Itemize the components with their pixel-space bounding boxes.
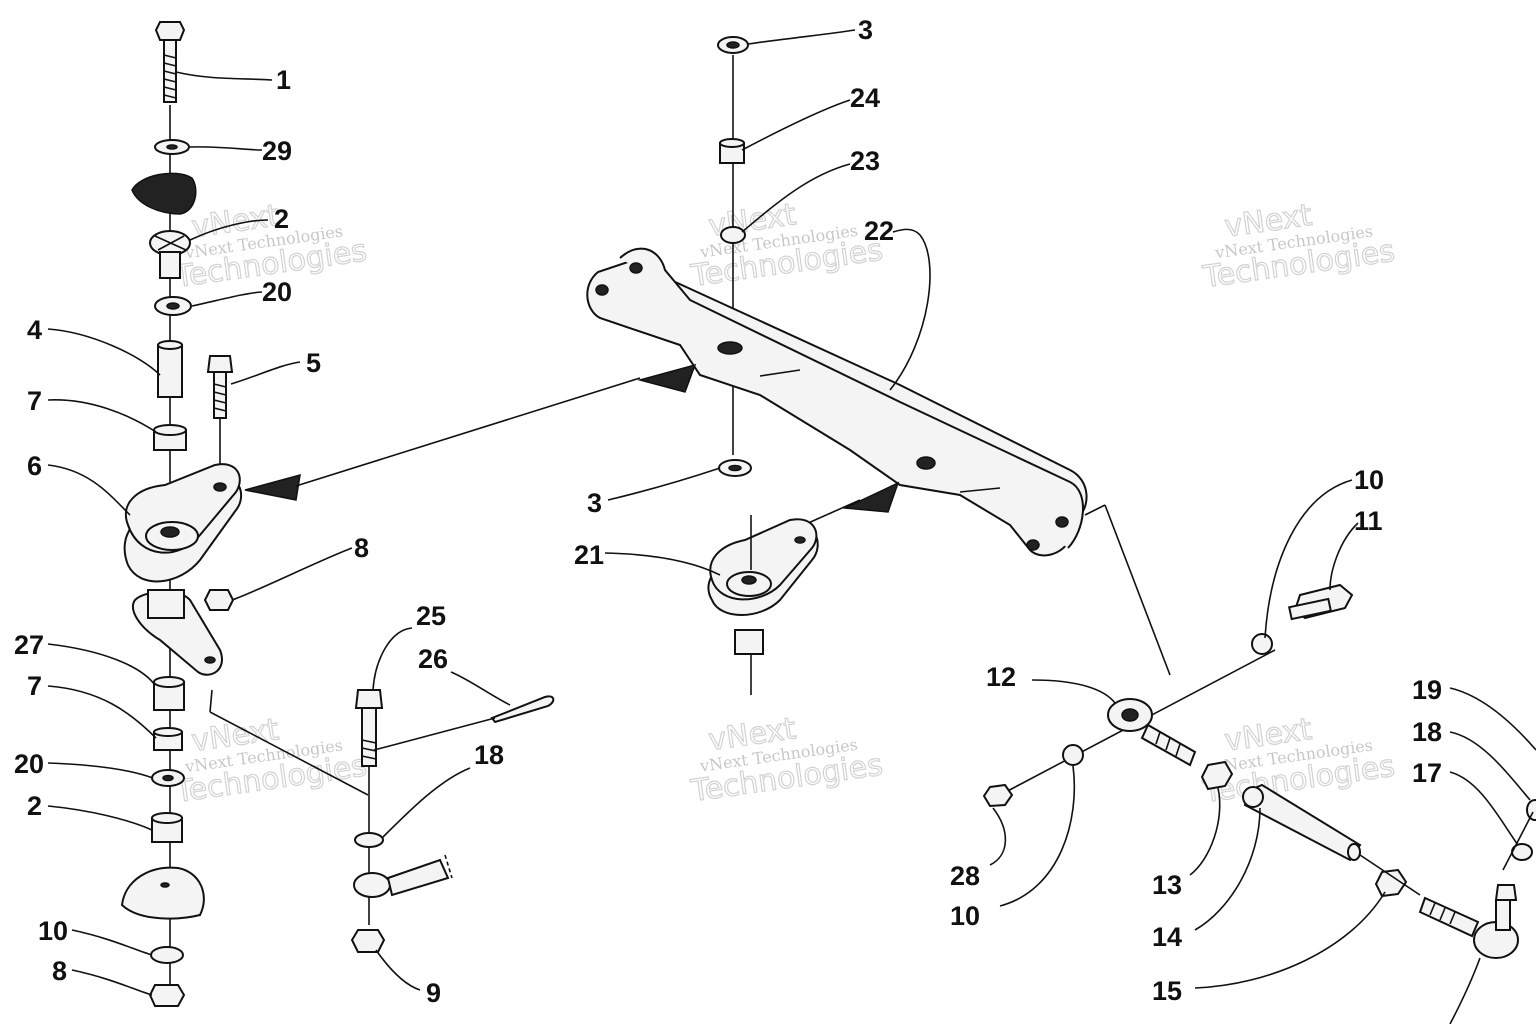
- callout-12: 12: [986, 662, 1016, 692]
- callout-8: 8: [52, 956, 67, 986]
- callout-18: 18: [1412, 717, 1442, 747]
- cotter-pin-part-26: [490, 695, 555, 724]
- bushing-part-23: [720, 226, 746, 244]
- assembly-arrow-left: [244, 473, 301, 501]
- callout-3: 3: [858, 15, 873, 45]
- callout-21: 21: [574, 540, 604, 570]
- callout-7: 7: [27, 386, 42, 416]
- mounting-plate-lower: [120, 866, 205, 920]
- leader-lines: [47, 29, 1536, 1024]
- assembly-arrow-center: [637, 363, 697, 393]
- watermark-bottom-center: vNext vNext Technologies Technologies: [688, 711, 886, 810]
- nut-part-8-lower: [148, 984, 186, 1007]
- washer-part-18-right: [1526, 799, 1536, 821]
- callout-7: 7: [27, 671, 42, 701]
- callout-18: 18: [474, 740, 504, 770]
- tie-rod-end-part-16: [1418, 884, 1519, 959]
- nut-part-8-upper: [203, 589, 235, 611]
- assembly-arrow-lower: [842, 481, 900, 513]
- callout-15: 15: [1152, 976, 1182, 1006]
- callout-4: 4: [27, 315, 42, 345]
- nut-part-9: [350, 929, 386, 953]
- callout-22: 22: [864, 216, 894, 246]
- mounting-plate-upper: [131, 172, 197, 215]
- tie-rod-end-left-assembly: [209, 689, 555, 953]
- callout-20: 20: [262, 277, 292, 307]
- watermark-bottom-left: vNext vNext Technologies Technologies: [172, 712, 370, 811]
- spacer-part-24: [719, 138, 745, 164]
- steering-arm-part-21: [707, 515, 819, 695]
- bushing-part-7-upper: [153, 424, 187, 451]
- callout-10: 10: [38, 916, 68, 946]
- callout-26: 26: [418, 644, 448, 674]
- callout-25: 25: [416, 601, 446, 631]
- tie-rod-end-part-12: [1107, 698, 1197, 767]
- callout-8: 8: [354, 533, 369, 563]
- callout-10: 10: [950, 901, 980, 931]
- washer-part-18-left: [354, 832, 384, 848]
- callout-17: 17: [1412, 758, 1442, 788]
- callout-29: 29: [262, 136, 292, 166]
- callout-14: 14: [1152, 922, 1182, 952]
- spacer-part-4: [157, 340, 183, 398]
- washer-part-10-left: [150, 946, 184, 964]
- center-stack-assembly: [717, 36, 752, 477]
- callout-13: 13: [1152, 870, 1182, 900]
- callout-numbers: 1 29 2 20 4 5 7 6 8 27 7 20 2 10 8 25 26…: [14, 15, 1442, 1008]
- adjuster-sleeve-part-14: [1242, 783, 1362, 862]
- callout-20: 20: [14, 749, 44, 779]
- bushing-part-2-upper: [149, 230, 191, 279]
- callout-10: 10: [1354, 465, 1384, 495]
- watermark-bottom-right: vNext vNext Technologies Technologies: [1200, 711, 1398, 811]
- callout-28: 28: [950, 861, 980, 891]
- bolt-part-1: [154, 21, 186, 103]
- nut-part-15: [1374, 868, 1408, 898]
- watermark-top-center: vNext vNext Technologies Technologies: [688, 197, 886, 295]
- washer-part-10-right: [1251, 633, 1273, 655]
- callout-2: 2: [274, 204, 289, 234]
- bushing-part-27: [153, 676, 185, 711]
- watermark-top-right: vNext vNext Technologies Technologies: [1200, 197, 1398, 296]
- steering-arm-part-6: [123, 463, 242, 676]
- bushing-part-2-lower: [151, 812, 183, 843]
- callout-19: 19: [1412, 675, 1442, 705]
- washer-part-10-lower-right: [1062, 744, 1084, 766]
- nut-part-13: [1200, 760, 1234, 791]
- tie-bar-part-22: [586, 247, 1171, 676]
- callout-24: 24: [850, 83, 880, 113]
- bolt-part-5: [206, 355, 234, 478]
- callout-5: 5: [306, 348, 321, 378]
- callout-3: 3: [587, 488, 602, 518]
- callout-6: 6: [27, 451, 42, 481]
- left-steering-post-assembly: [120, 21, 641, 1007]
- callout-2: 2: [27, 791, 42, 821]
- callout-1: 1: [276, 65, 291, 95]
- callout-9: 9: [426, 978, 441, 1008]
- callout-11: 11: [1354, 506, 1383, 536]
- callout-23: 23: [850, 146, 880, 176]
- nut-part-28: [982, 783, 1014, 808]
- tie-rod-right-assembly: [982, 583, 1536, 959]
- callout-27: 27: [14, 630, 44, 660]
